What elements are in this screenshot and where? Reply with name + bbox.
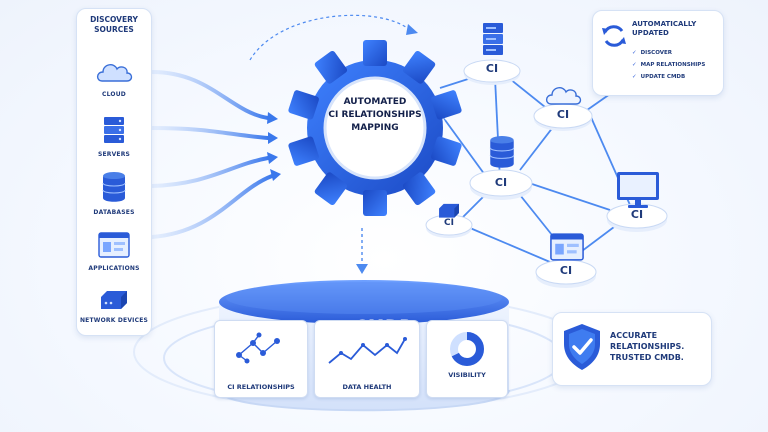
cmdb-card-visibility: VISIBILITY (426, 320, 508, 398)
gear-line: MAPPING (351, 123, 399, 133)
source-applications: APPLICATIONS (77, 231, 151, 272)
discovery-sources-title: DISCOVERY SOURCES (90, 15, 138, 34)
accuracy-line: RELATIONSHIPS. (610, 342, 685, 351)
server-icon (104, 117, 124, 143)
cmdb-card-label: CI RELATIONSHIPS (227, 383, 295, 391)
source-network-devices: NETWORK DEVICES (77, 287, 151, 324)
application-window-icon (98, 232, 130, 258)
source-label: NETWORK DEVICES (79, 317, 149, 324)
check-icon: ✓ (632, 62, 637, 68)
shield-check-icon (564, 324, 600, 370)
refresh-icon (602, 25, 626, 47)
cloud-icon (96, 64, 133, 82)
auto-update-item-label: UPDATE CMDB (640, 74, 686, 80)
auto-update-item-label: DISCOVER (640, 50, 672, 56)
ci-node-disc (463, 59, 521, 85)
ci-node-label: CI (630, 208, 644, 221)
source-flow-arrows (150, 70, 274, 239)
line-chart-icon (328, 337, 407, 364)
ci-node-label: CI (494, 176, 508, 189)
application-window-icon (550, 233, 584, 261)
cmdb-card-label: DATA HEALTH (342, 383, 392, 391)
source-label: CLOUD (102, 91, 126, 98)
database-icon (489, 136, 515, 168)
donut-chart-icon (450, 332, 484, 366)
network-device-icon (101, 291, 127, 309)
gear-icon (287, 40, 463, 216)
auto-update-item: ✓MAP RELATIONSHIPS (632, 62, 705, 68)
network-device-icon (439, 203, 459, 218)
auto-update-item-label: MAP RELATIONSHIPS (640, 62, 706, 68)
database-icon (102, 172, 126, 202)
source-databases: DATABASES (77, 171, 151, 216)
source-cloud: CLOUD (77, 59, 151, 98)
source-servers: SERVERS (77, 115, 151, 158)
ci-node-label: CI (559, 264, 573, 277)
network-graph-icon (236, 332, 280, 364)
accuracy-text: ACCURATE RELATIONSHIPS. TRUSTED CMDB. (610, 330, 684, 363)
auto-update-panel (592, 10, 724, 96)
server-icon (483, 23, 503, 55)
source-label: DATABASES (93, 209, 135, 216)
cmdb-card-label: VISIBILITY (448, 371, 486, 379)
ci-node-label: CI (444, 218, 454, 228)
gear-line: AUTOMATED (343, 97, 407, 107)
accuracy-line: ACCURATE (610, 331, 658, 340)
auto-update-title-line: UPDATED (632, 29, 669, 37)
auto-update-title-line: AUTOMATICALLY (632, 20, 697, 28)
ci-node-disc (469, 169, 533, 200)
cloud-icon (545, 87, 582, 105)
ci-node-disc (425, 214, 473, 238)
monitor-icon (617, 172, 659, 208)
auto-update-title: AUTOMATICALLY UPDATED (632, 20, 696, 38)
accuracy-line: TRUSTED CMDB. (610, 353, 684, 362)
auto-update-item: ✓DISCOVER (632, 50, 672, 56)
source-label: SERVERS (97, 151, 131, 158)
discovery-sources-panel: DISCOVERY SOURCES CLOUD SERVERS DATABASE… (76, 8, 152, 336)
ci-node-disc (533, 103, 593, 131)
ci-node-disc (535, 259, 597, 288)
check-icon: ✓ (632, 50, 637, 56)
check-icon: ✓ (632, 74, 637, 80)
ci-node-label: CI (485, 62, 499, 75)
cmdb-card-data-health: DATA HEALTH (314, 320, 420, 398)
source-label: APPLICATIONS (88, 265, 140, 272)
gear-caption: AUTOMATED CI RELATIONSHIPS MAPPING (318, 96, 432, 135)
gear-line: CI RELATIONSHIPS (328, 110, 422, 120)
cmdb-card-ci-relationships: CI RELATIONSHIPS (214, 320, 308, 398)
ci-node-label: CI (556, 108, 570, 121)
auto-update-item: ✓UPDATE CMDB (632, 74, 685, 80)
ci-node-disc (606, 203, 668, 232)
